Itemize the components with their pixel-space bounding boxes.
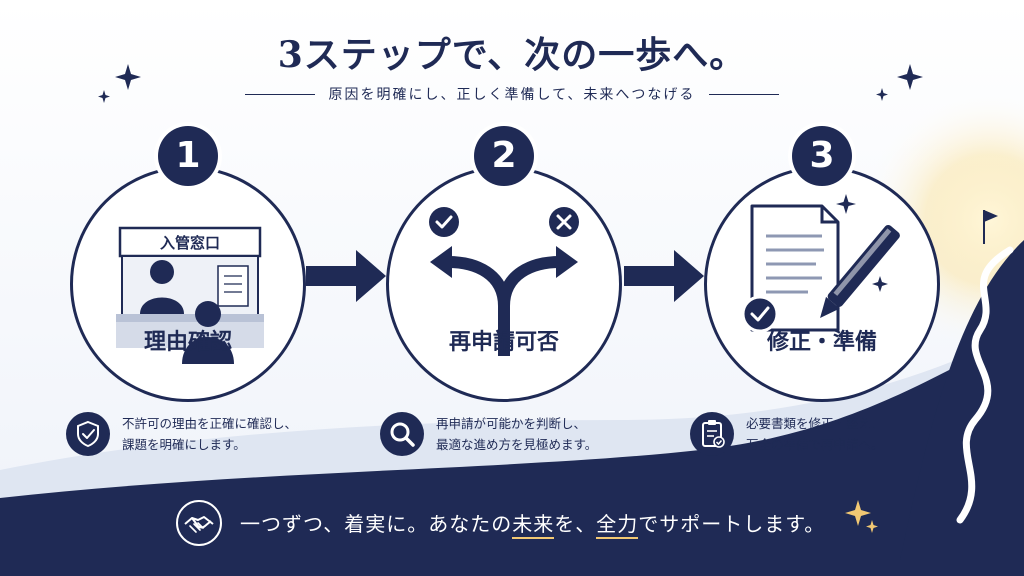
footer-banner: 一つずつ、着実に。あなたの未来を、全力でサポートします。 bbox=[0, 494, 1024, 554]
sparkle-icon bbox=[876, 88, 888, 101]
sparkle-icon bbox=[115, 64, 141, 90]
check-icon bbox=[429, 207, 459, 237]
step-number: 1 bbox=[158, 126, 218, 186]
description-text: 必要書類を修正・整え、 万全の準備で再申請へ。 bbox=[746, 416, 884, 452]
sparkle-icon bbox=[897, 64, 923, 90]
handshake-icon bbox=[176, 500, 222, 546]
subtitle-rule-right bbox=[709, 93, 780, 95]
document-pen-illustration bbox=[741, 194, 900, 333]
description-text: 不許可の理由を正確に確認し、 課題を明確にします。 bbox=[122, 416, 298, 452]
visitor-head bbox=[195, 301, 221, 327]
arrow-right-icon bbox=[306, 250, 386, 302]
magnifier-icon bbox=[380, 412, 424, 456]
officer-head bbox=[150, 260, 174, 284]
arrow-right-icon bbox=[624, 250, 704, 302]
footer-message: 一つずつ、着実に。あなたの未来を、全力でサポートします。 bbox=[240, 508, 880, 539]
fork-arrow-illustration bbox=[429, 207, 579, 356]
step-1-description: 不許可の理由を正確に確認し、 課題を明確にします。 bbox=[66, 412, 297, 456]
sparkle-icon bbox=[836, 194, 856, 214]
step-label: 再申請可否 bbox=[448, 330, 559, 355]
sparkle-gold-icon bbox=[866, 520, 878, 533]
officer-body bbox=[140, 297, 184, 314]
subtitle-row: 原因を明確にし、正しく準備して、未来へつなげる bbox=[0, 84, 1024, 104]
sparkle-icon bbox=[98, 90, 110, 103]
winding-path bbox=[956, 246, 1014, 524]
subtitle-rule-left bbox=[244, 93, 315, 95]
wave-navy bbox=[0, 330, 1024, 576]
page-title: 3ステップで、次の一歩へ。 bbox=[277, 34, 747, 76]
step-number: 3 bbox=[792, 126, 852, 186]
subtitle: 原因を明確にし、正しく準備して、未来へつなげる bbox=[328, 87, 696, 103]
description-text: 再申請が可能かを判断し、 最適な進め方を見極めます。 bbox=[436, 416, 598, 452]
step-3-description: 必要書類を修正・整え、 万全の準備で再申請へ。 bbox=[690, 412, 884, 456]
step-label: 修正・準備 bbox=[766, 330, 877, 355]
check-icon bbox=[741, 295, 779, 333]
shield-check-icon bbox=[66, 412, 110, 456]
step-label: 理由確認 bbox=[143, 330, 232, 355]
clipboard-check-icon bbox=[690, 412, 734, 456]
sparkle-gold-icon bbox=[845, 500, 871, 526]
visitor-body bbox=[182, 337, 234, 364]
sparkle-icon bbox=[872, 276, 888, 292]
flag-icon bbox=[984, 210, 998, 222]
step-number: 2 bbox=[474, 126, 534, 186]
pen-icon bbox=[820, 224, 900, 319]
hill bbox=[900, 240, 1024, 560]
counter-sign: 入管窓口 bbox=[160, 234, 220, 252]
immigration-counter-illustration: 入管窓口 bbox=[116, 226, 264, 364]
step-2-description: 再申請が可能かを判断し、 最適な進め方を見極めます。 bbox=[380, 412, 597, 456]
